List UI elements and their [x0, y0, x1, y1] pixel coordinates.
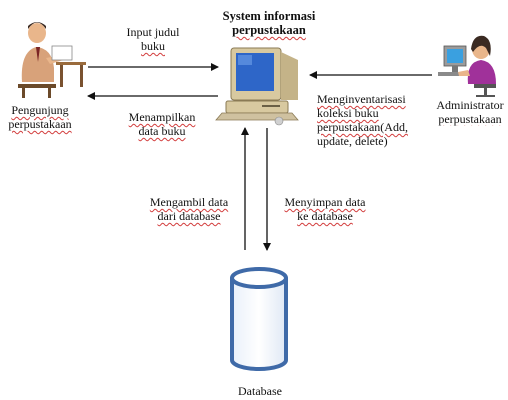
flow-fetch-db-line2: dari database: [157, 209, 221, 223]
database-label: Database: [238, 384, 282, 398]
flow-input-book-line2: buku: [141, 39, 165, 53]
flow-inventory-line3: perpustakaan(Add,: [317, 120, 408, 134]
visitor-label: Pengunjung perpustakaan: [0, 103, 80, 131]
admin-label-line1: Administrator: [436, 98, 504, 112]
flow-fetch-db-line1: Mengambil data: [149, 195, 229, 209]
flow-save-db-line2: ke database: [297, 209, 353, 223]
system-computer-icon: [215, 47, 299, 126]
visitor-label-line1: Pengunjung: [11, 103, 69, 117]
flow-show-book-label: Menampilkan data buku: [124, 110, 200, 138]
flow-save-db-label: Menyimpan data ke database: [280, 195, 370, 223]
flow-inventory-line1: Menginventarisasi: [317, 92, 406, 106]
flow-show-book-line2: data buku: [138, 124, 186, 138]
system-title-line1: System informasi: [222, 9, 316, 23]
system-title-line2: perpustakaan: [232, 23, 306, 37]
flow-inventory-label: Menginventarisasi koleksi buku perpustak…: [317, 92, 433, 148]
flow-fetch-db-label: Mengambil data dari database: [146, 195, 232, 223]
admin-label: Administrator perpustakaan: [432, 98, 508, 126]
admin-label-line2: perpustakaan: [438, 112, 502, 126]
flow-save-db-line1: Menyimpan data: [284, 195, 366, 209]
admin-person-icon: [438, 35, 496, 97]
flow-input-book-label: Input judul buku: [118, 25, 188, 53]
flow-show-book-line1: Menampilkan: [128, 110, 196, 124]
flow-input-book-line1: Input judul: [126, 25, 180, 39]
visitor-person-icon: [18, 22, 86, 98]
flow-inventory-line2: koleksi buku: [317, 106, 379, 120]
visitor-label-line2: perpustakaan: [8, 117, 72, 131]
flow-inventory-line4: update, delete): [317, 134, 388, 148]
database-cylinder-icon: [230, 267, 288, 371]
system-title: System informasi perpustakaan: [218, 9, 320, 37]
